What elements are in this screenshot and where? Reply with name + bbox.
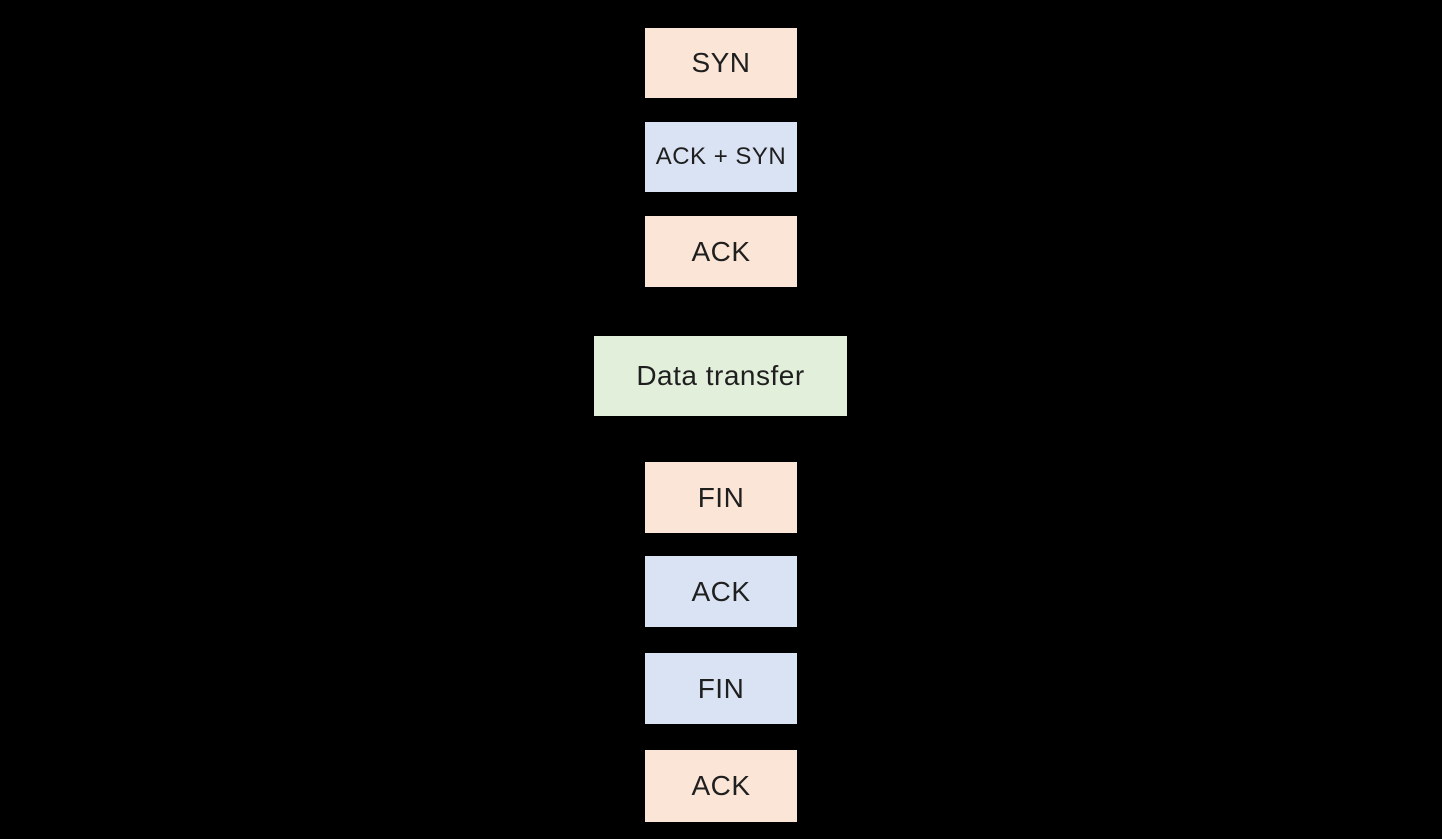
flow-box-data-transfer: Data transfer bbox=[594, 336, 847, 416]
flow-box-ack-3: ACK bbox=[645, 750, 797, 822]
flow-box-fin: FIN bbox=[645, 462, 797, 533]
flow-box-ack-2: ACK bbox=[645, 556, 797, 627]
flow-box-syn: SYN bbox=[645, 28, 797, 98]
flow-box-ack: ACK bbox=[645, 216, 797, 287]
flow-box-ack-syn: ACK + SYN bbox=[645, 122, 797, 192]
flow-box-fin-2: FIN bbox=[645, 653, 797, 724]
